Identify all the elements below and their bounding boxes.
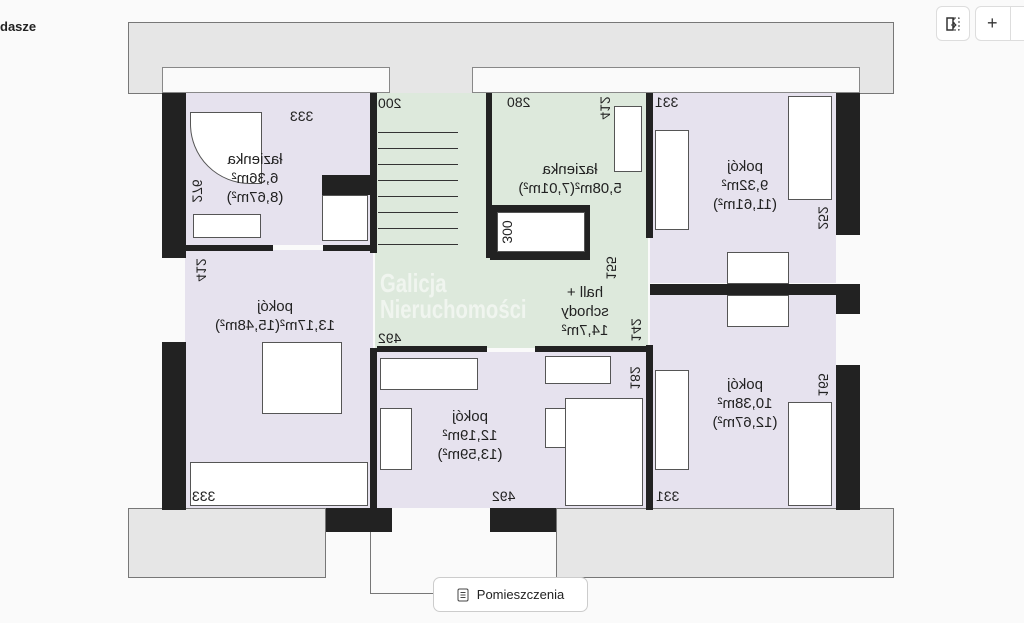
- list-icon: [457, 588, 469, 601]
- roof-bottom-right: [556, 508, 894, 578]
- dimension: 165: [815, 373, 832, 397]
- dimension: 155: [603, 256, 620, 280]
- dimension: 331: [656, 488, 680, 504]
- export-icon: [946, 16, 960, 31]
- roof-bottom-left: [128, 508, 326, 578]
- dimension: 200: [378, 95, 402, 111]
- dimension: 331: [655, 94, 679, 110]
- dimension: 182: [627, 366, 644, 390]
- dimension: 333: [192, 488, 216, 504]
- dimension: 412: [193, 258, 210, 282]
- rooms-button-label: Pomieszczenia: [476, 587, 565, 602]
- dimension: 276: [189, 179, 206, 203]
- dimension: 412: [597, 96, 614, 120]
- zoom-controls: +: [975, 6, 1024, 41]
- dimension: 300: [499, 220, 516, 244]
- dimension: 492: [378, 330, 402, 346]
- export-button[interactable]: [936, 6, 970, 41]
- dimension: 142: [628, 318, 645, 342]
- floor-title: dasze: [0, 19, 37, 34]
- zoom-in-button[interactable]: +: [987, 13, 998, 33]
- rooms-button[interactable]: Pomieszczenia: [433, 577, 588, 612]
- dimension: 280: [507, 94, 531, 110]
- dimension: 333: [290, 108, 314, 124]
- watermark: Galicja Nieruchomości: [380, 268, 527, 324]
- dimension: 492: [492, 488, 516, 504]
- dimension: 252: [815, 206, 832, 230]
